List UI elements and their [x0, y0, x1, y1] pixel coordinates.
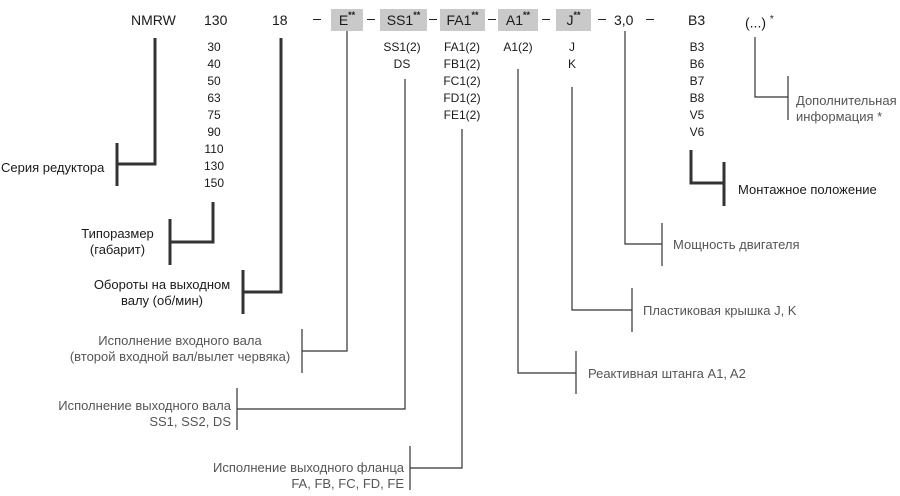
option-size: 110: [204, 142, 224, 156]
separator-dash: [542, 19, 550, 20]
label-cover: Пластиковая крышка J, K: [643, 303, 797, 318]
label-size-line1: Типоразмер: [81, 226, 154, 241]
label-size-line2: (габарит): [89, 242, 146, 257]
label-extra-line2: информация *: [796, 109, 883, 124]
box-torque-arm: A1**: [498, 9, 538, 31]
code-speed: 18: [272, 12, 288, 28]
option-position: V6: [689, 125, 705, 139]
output-shaft-connector: [237, 79, 406, 410]
label-position: Монтажное положение: [738, 182, 877, 197]
option-position: V5: [689, 108, 705, 122]
code-extra-mark: *: [769, 14, 774, 25]
option-position: B7: [689, 74, 705, 88]
option-size: 40: [207, 57, 221, 71]
options-cover: J K: [560, 39, 584, 73]
code-position: B3: [688, 12, 706, 28]
label-output-shaft: Исполнение выходного вала SS1, SS2, DS: [40, 398, 231, 430]
code-cover-mark: **: [573, 10, 581, 20]
code-output-shaft: SS1: [386, 12, 414, 28]
label-size: Типоразмер (габарит): [70, 226, 165, 258]
box-input-shaft: E**: [331, 9, 363, 31]
label-flange-line1: Исполнение выходного фланца: [212, 460, 404, 475]
option-flange: FD1(2): [443, 91, 481, 105]
option-torque-arm: A1(2): [503, 40, 533, 54]
option-size: 30: [207, 40, 221, 54]
torque-arm-connector: [517, 69, 576, 374]
option-size: 90: [207, 125, 221, 139]
label-torque-arm: Реактивная штанга A1, A2: [588, 366, 746, 381]
options-position: B3 B6 B7 B8 V5 V6: [684, 39, 710, 141]
label-extra-line1: Дополнительная: [796, 93, 897, 108]
option-output-shaft: DS: [393, 57, 411, 71]
option-flange: FB1(2): [443, 57, 481, 71]
label-series: Серия редуктора: [1, 160, 105, 175]
size-connector: [170, 202, 215, 244]
flange-connector: [410, 129, 463, 469]
separator-dash: [488, 19, 496, 20]
label-flange: Исполнение выходного фланца FA, FB, FC, …: [190, 460, 404, 492]
separator-dash: [429, 19, 437, 20]
label-output-shaft-line2: SS1, SS2, DS: [149, 414, 231, 429]
label-output-shaft-line1: Исполнение выходного вала: [58, 398, 231, 413]
speed-connector: [243, 38, 283, 294]
code-output-shaft-mark: **: [413, 10, 421, 20]
separator-dash: [313, 19, 321, 20]
box-output-shaft: SS1**: [380, 9, 427, 31]
option-cover: K: [567, 57, 576, 71]
label-input-shaft-line2: (второй входной вал/вылет червяка): [69, 349, 291, 364]
label-input-shaft-line1: Исполнение входного вала: [98, 333, 262, 348]
separator-dash: [367, 19, 375, 20]
code-nmrw: NMRW: [131, 12, 176, 28]
label-extra: Дополнительная информация *: [796, 93, 897, 125]
option-size: 150: [203, 176, 225, 190]
option-size: 50: [207, 74, 221, 88]
option-flange: FE1(2): [443, 108, 481, 122]
option-cover: J: [569, 40, 575, 54]
box-cover: J**: [556, 9, 591, 31]
code-flange-mark: **: [471, 10, 479, 20]
code-input-shaft: E: [338, 12, 349, 28]
option-position: B6: [689, 57, 705, 71]
code-cover: J: [566, 12, 574, 28]
code-torque-arm: A1: [505, 12, 524, 28]
code-size: 130: [204, 12, 228, 28]
cover-connector: [571, 87, 632, 311]
option-flange: FC1(2): [443, 74, 481, 88]
options-torque-arm: A1(2): [496, 39, 540, 56]
label-flange-line2: FA, FB, FC, FD, FE: [291, 476, 404, 491]
option-position: B3: [689, 40, 705, 54]
code-power: 3,0: [614, 12, 634, 28]
code-extra: (...) *: [745, 12, 774, 31]
label-speed: Обороты на выходном валу (об/мин): [87, 277, 237, 309]
option-position: B8: [689, 91, 705, 105]
code-torque-arm-mark: **: [523, 10, 531, 20]
position-connector: [689, 150, 724, 185]
options-flange: FA1(2) FB1(2) FC1(2) FD1(2) FE1(2): [436, 39, 488, 124]
code-flange: FA1: [446, 12, 472, 28]
option-size: 130: [203, 159, 225, 173]
label-speed-line1: Обороты на выходном: [93, 277, 231, 292]
label-power: Мощность двигателя: [673, 237, 800, 252]
option-size: 63: [207, 91, 221, 105]
option-flange: FA1(2): [443, 40, 480, 54]
box-flange: FA1**: [440, 9, 485, 31]
input-shaft-connector: [302, 31, 348, 352]
code-input-shaft-mark: **: [348, 10, 356, 20]
series-connector: [117, 38, 157, 166]
option-output-shaft: SS1(2): [383, 40, 421, 54]
power-connector: [624, 31, 662, 245]
option-size: 75: [207, 108, 221, 122]
options-output-shaft: SS1(2) DS: [378, 39, 426, 73]
label-speed-line2: валу (об/мин): [120, 293, 203, 308]
extra-connector: [754, 37, 788, 98]
separator-dash: [598, 19, 606, 20]
code-extra-text: (...): [745, 14, 766, 31]
label-input-shaft: Исполнение входного вала (второй входной…: [64, 333, 296, 365]
separator-dash: [646, 19, 654, 20]
options-size: 30 40 50 63 75 90 110 130 150: [198, 39, 230, 192]
